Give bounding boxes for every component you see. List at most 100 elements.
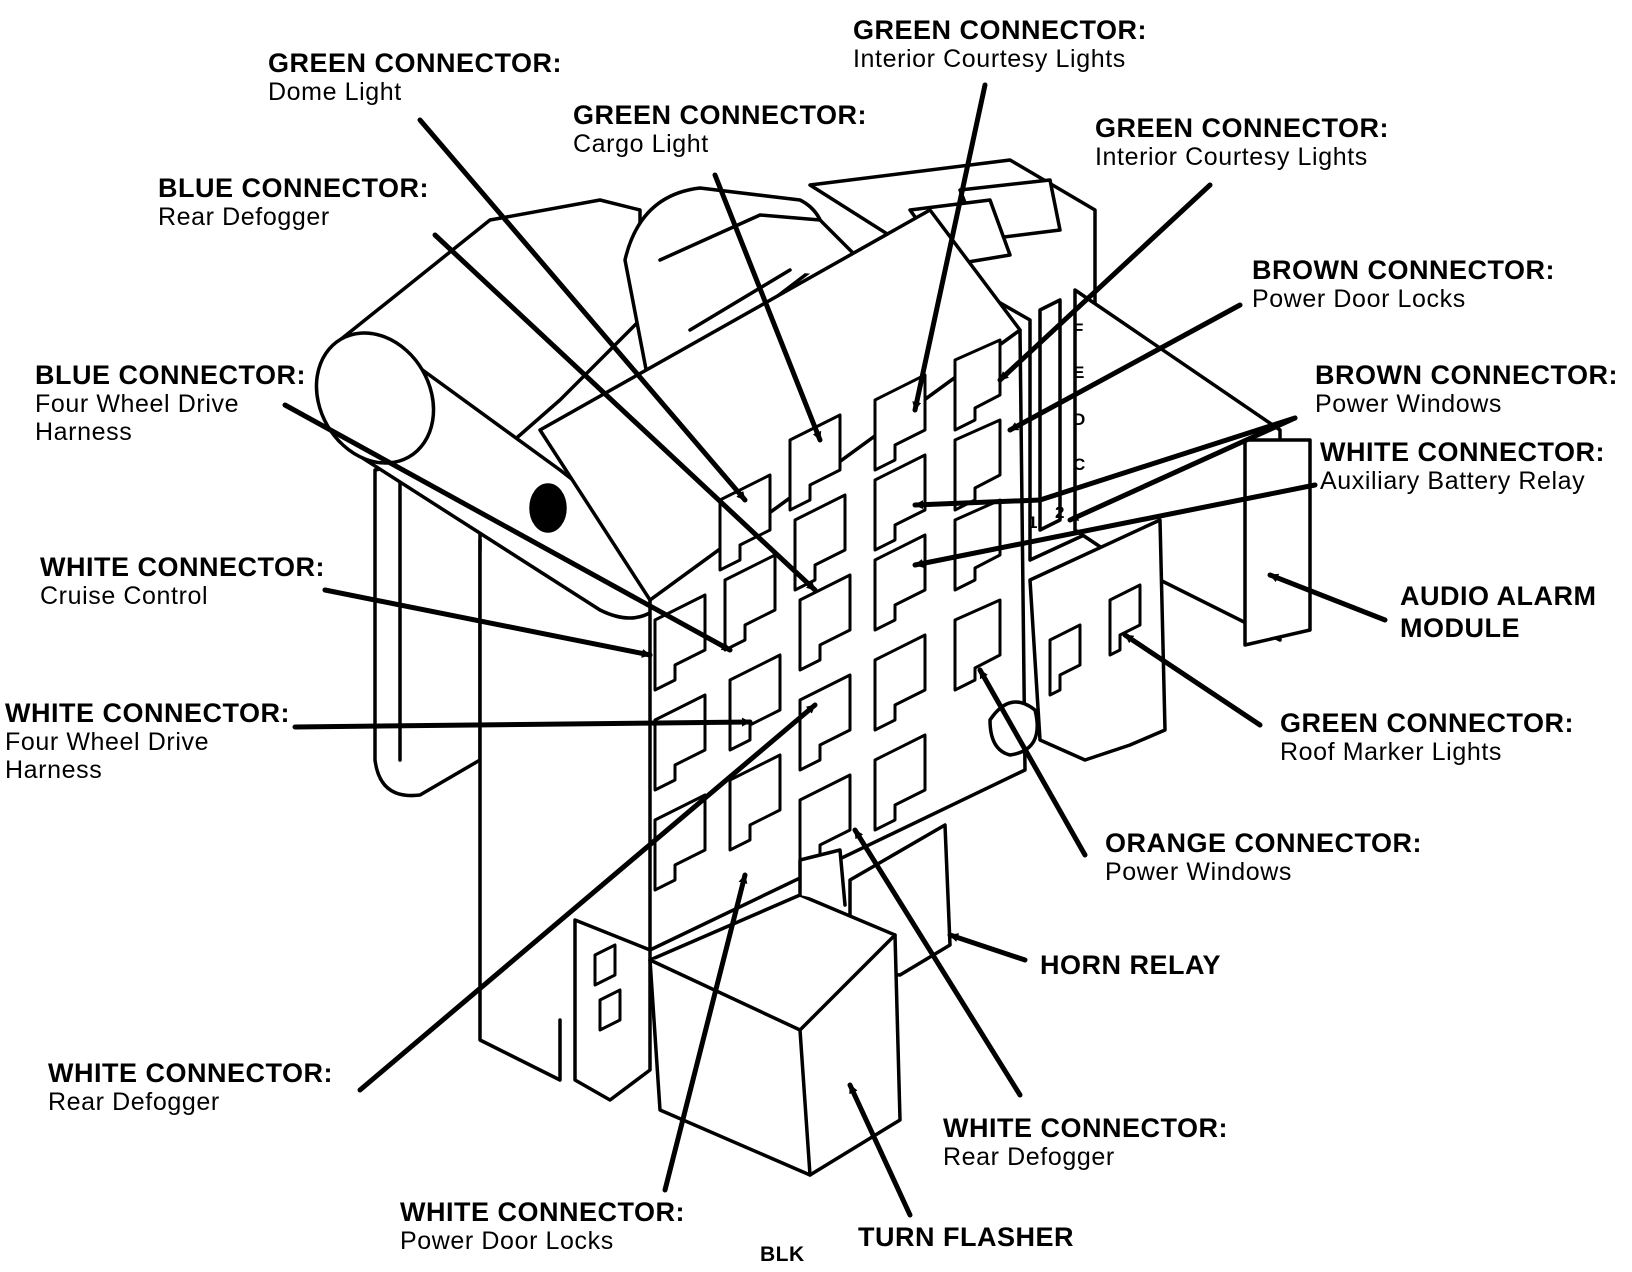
label-horn-relay: HORN RELAY	[1040, 950, 1221, 980]
label-rear-defogger-white-right-sub: Rear Defogger	[943, 1143, 1115, 1172]
label-turn-flasher: TURN FLASHER	[858, 1222, 1074, 1252]
label-interior-courtesy-1-title: GREEN CONNECTOR:	[853, 15, 1148, 45]
arrow-four-wheel-drive-white	[292, 717, 753, 730]
label-cruise-control-sub: Cruise Control	[40, 582, 209, 611]
label-cargo-light-title: GREEN CONNECTOR:	[573, 100, 868, 130]
turn-flasher-tab	[798, 848, 847, 907]
label-power-door-locks-white-title: WHITE CONNECTOR:	[400, 1197, 685, 1227]
label-rear-defogger-blue-sub: Rear Defogger	[158, 203, 330, 232]
arrow-power-windows-orange	[977, 667, 1088, 858]
roof-marker-slots	[1048, 583, 1142, 697]
audio-alarm-module	[1243, 438, 1312, 647]
side-connector-pins	[1038, 298, 1062, 532]
label-power-door-locks-white: WHITE CONNECTOR: Power Door Locks	[400, 1197, 685, 1255]
label-aux-battery-relay: WHITE CONNECTOR: Auxiliary Battery Relay	[1320, 437, 1605, 495]
label-dome-light-sub: Dome Light	[268, 78, 402, 107]
pin-letter-c: C	[1073, 455, 1085, 474]
label-interior-courtesy-2: GREEN CONNECTOR: Interior Courtesy Light…	[1095, 113, 1389, 171]
label-rear-defogger-white-left: WHITE CONNECTOR: Rear Defogger	[48, 1058, 333, 1116]
arrow-roof-marker	[1122, 632, 1263, 728]
label-four-wheel-drive-white-sub1: Four Wheel Drive	[5, 728, 210, 757]
label-four-wheel-drive-blue: BLUE CONNECTOR: Four Wheel Drive Harness	[35, 360, 306, 446]
label-cruise-control-title: WHITE CONNECTOR:	[40, 552, 325, 582]
fuse-panel-top	[538, 208, 1022, 602]
fuse-slots	[653, 338, 1002, 892]
arrow-power-door-locks-brown	[1007, 302, 1243, 433]
arrow-power-windows-brown-2	[1067, 415, 1298, 523]
label-rear-defogger-white-left-sub: Rear Defogger	[48, 1088, 220, 1117]
label-power-door-locks-brown-title: BROWN CONNECTOR:	[1252, 255, 1555, 285]
label-power-windows-orange-title: ORANGE CONNECTOR:	[1105, 828, 1423, 858]
label-blk: BLK	[760, 1243, 805, 1266]
label-horn-relay-title: HORN RELAY	[1040, 950, 1222, 980]
label-power-windows-orange-sub: Power Windows	[1105, 858, 1293, 887]
label-roof-marker: GREEN CONNECTOR: Roof Marker Lights	[1280, 708, 1574, 766]
label-power-windows-brown: BROWN CONNECTOR: Power Windows	[1315, 360, 1618, 418]
arrow-four-wheel-drive-blue	[282, 402, 733, 653]
label-power-door-locks-white-sub: Power Door Locks	[400, 1227, 614, 1256]
label-power-windows-orange: ORANGE CONNECTOR: Power Windows	[1105, 828, 1422, 886]
label-dome-light: GREEN CONNECTOR: Dome Light	[268, 48, 562, 106]
label-interior-courtesy-2-sub: Interior Courtesy Lights	[1095, 143, 1368, 172]
label-rear-defogger-blue-title: BLUE CONNECTOR:	[158, 173, 430, 203]
pin-letter-f: F	[1073, 320, 1083, 339]
label-interior-courtesy-1-sub: Interior Courtesy Lights	[853, 45, 1126, 74]
label-audio-alarm-line1: AUDIO ALARM	[1400, 581, 1597, 611]
label-four-wheel-drive-white-title: WHITE CONNECTOR:	[5, 698, 290, 728]
label-rear-defogger-white-left-title: WHITE CONNECTOR:	[48, 1058, 333, 1088]
label-four-wheel-drive-white: WHITE CONNECTOR: Four Wheel Drive Harnes…	[5, 698, 290, 784]
arrow-power-windows-brown	[912, 415, 1298, 510]
pin-labels: F E D C 1 2	[1028, 320, 1085, 532]
arrow-rear-defogger-blue	[432, 232, 818, 593]
label-four-wheel-drive-white-sub2: Harness	[5, 756, 103, 785]
label-aux-battery-relay-title: WHITE CONNECTOR:	[1320, 437, 1605, 467]
label-interior-courtesy-2-title: GREEN CONNECTOR:	[1095, 113, 1390, 143]
label-power-windows-brown-sub: Power Windows	[1315, 390, 1503, 419]
leader-arrows	[282, 82, 1388, 1218]
label-power-windows-brown-title: BROWN CONNECTOR:	[1315, 360, 1618, 390]
label-four-wheel-drive-blue-title: BLUE CONNECTOR:	[35, 360, 307, 390]
arrow-power-door-locks-white	[662, 872, 748, 1193]
pin-letter-d: D	[1073, 410, 1085, 429]
pin-number-2: 2	[1055, 503, 1064, 522]
arrow-interior-courtesy-1	[912, 82, 988, 413]
label-interior-courtesy-1: GREEN CONNECTOR: Interior Courtesy Light…	[853, 15, 1147, 73]
label-power-door-locks-brown: BROWN CONNECTOR: Power Door Locks	[1252, 255, 1555, 313]
label-rear-defogger-white-right: WHITE CONNECTOR: Rear Defogger	[943, 1113, 1228, 1171]
mounting-strap-inner	[398, 478, 562, 1082]
label-audio-alarm-line2: MODULE	[1400, 613, 1520, 644]
arrow-audio-alarm	[1267, 572, 1388, 623]
arrow-rear-defogger-white-left	[357, 702, 818, 1093]
arrow-cargo-light	[712, 172, 823, 443]
fuse-block-drawing	[314, 158, 1312, 1177]
arrow-rear-defogger-white-right	[852, 827, 1023, 1098]
label-rear-defogger-white-right-title: WHITE CONNECTOR:	[943, 1113, 1228, 1143]
label-roof-marker-title: GREEN CONNECTOR:	[1280, 708, 1575, 738]
label-cargo-light-sub: Cargo Light	[573, 130, 709, 159]
arrow-cruise-control	[322, 587, 653, 658]
arrow-horn-relay	[947, 932, 1028, 963]
arrow-interior-courtesy-2	[997, 182, 1213, 383]
harness-tube-hole	[529, 483, 567, 533]
label-four-wheel-drive-blue-sub1: Four Wheel Drive	[35, 390, 240, 419]
label-cargo-light: GREEN CONNECTOR: Cargo Light	[573, 100, 867, 158]
arrow-aux-battery-relay	[912, 482, 1318, 568]
turn-flasher-box	[648, 893, 902, 1177]
pin-number-1: 1	[1028, 513, 1037, 532]
turn-flasher-edge	[648, 933, 897, 1177]
label-rear-defogger-blue: BLUE CONNECTOR: Rear Defogger	[158, 173, 429, 231]
arrow-turn-flasher	[847, 1082, 913, 1218]
lower-bracket-teeth	[593, 943, 622, 1032]
label-power-door-locks-brown-sub: Power Door Locks	[1252, 285, 1466, 314]
arrow-dome-light	[417, 117, 748, 503]
label-dome-light-title: GREEN CONNECTOR:	[268, 48, 563, 78]
label-aux-battery-relay-sub: Auxiliary Battery Relay	[1320, 467, 1586, 496]
pin-letter-e: E	[1073, 363, 1084, 382]
label-cruise-control: WHITE CONNECTOR: Cruise Control	[40, 552, 325, 610]
label-audio-alarm: AUDIO ALARM MODULE	[1400, 580, 1596, 645]
label-turn-flasher-title: TURN FLASHER	[858, 1222, 1074, 1252]
label-roof-marker-sub: Roof Marker Lights	[1280, 738, 1502, 767]
label-four-wheel-drive-blue-sub2: Harness	[35, 418, 133, 447]
roof-marker-connector-block	[1028, 518, 1167, 762]
